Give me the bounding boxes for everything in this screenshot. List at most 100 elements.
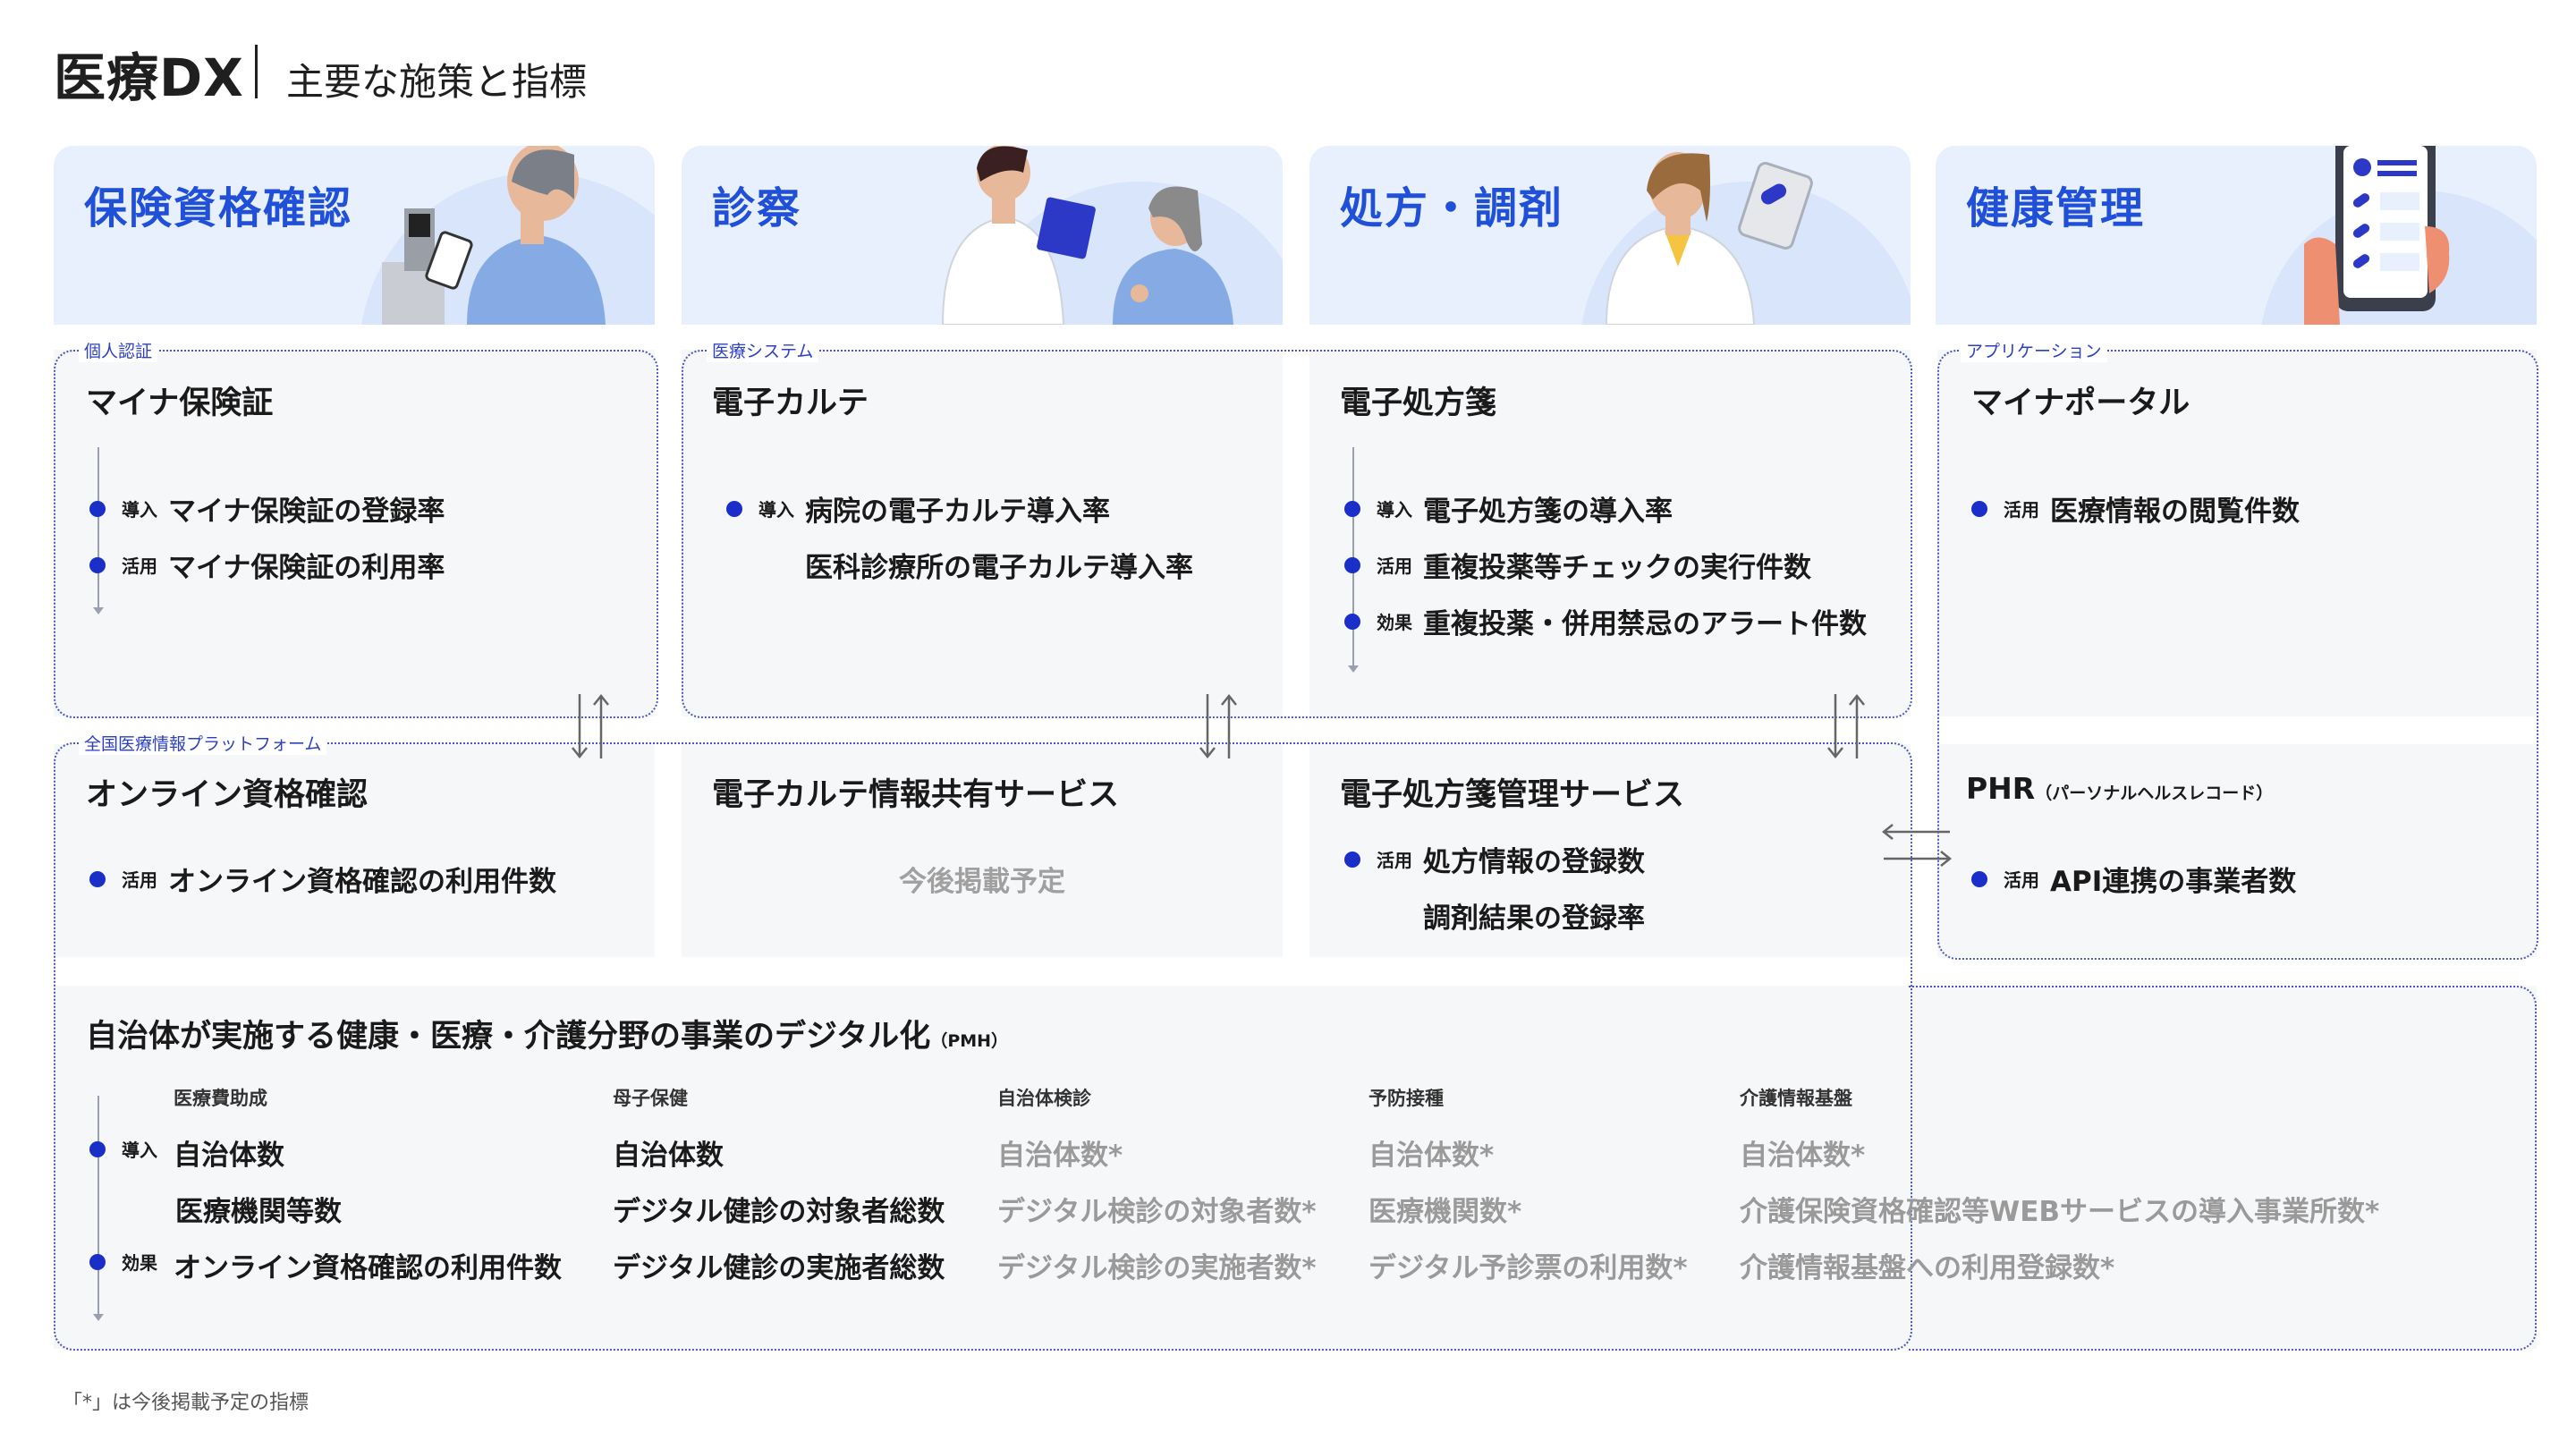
frame-platform-extension bbox=[1909, 986, 2537, 1351]
panel-eprescription-mgmt bbox=[1309, 744, 1911, 957]
pmh-metric: デジタル検診の実施者数* bbox=[997, 1252, 1317, 1284]
bullet-dot bbox=[89, 1140, 106, 1157]
bullet-dot bbox=[726, 500, 742, 517]
coming-soon-note: 今後掲載予定 bbox=[899, 866, 1065, 898]
pmh-metric: デジタル健診の対象者総数 bbox=[613, 1196, 945, 1228]
metric-label: マイナ保険証の登録率 bbox=[168, 496, 445, 528]
bullet-dot bbox=[1344, 500, 1360, 517]
bullet-dot bbox=[1344, 851, 1360, 868]
metric-label: 医科診療所の電子カルテ導入率 bbox=[805, 552, 1193, 584]
pmh-metric: オンライン資格確認の利用件数 bbox=[174, 1252, 562, 1284]
group-tag-application: アプリケーション bbox=[1961, 338, 2107, 362]
card-title-eprescription: 電子処方箋 bbox=[1340, 386, 1497, 421]
bullet-dot bbox=[1344, 613, 1360, 630]
hero-title: 診察 bbox=[712, 183, 802, 233]
title-divider bbox=[255, 45, 258, 98]
bullet-dot bbox=[1971, 500, 1987, 517]
metric-label: 重複投薬等チェックの実行件数 bbox=[1423, 552, 1811, 584]
card-title-online-check: オンライン資格確認 bbox=[86, 777, 369, 813]
metric-tag: 活用 bbox=[122, 869, 157, 891]
bidirectional-arrow-icon bbox=[1827, 693, 1865, 759]
phr-title: PHR bbox=[1966, 771, 2036, 806]
page-title: 医療DX bbox=[54, 47, 244, 108]
metric-row: 活用 医療情報の閲覧件数 bbox=[1971, 488, 2300, 529]
card-title-phr: PHR（パーソナルヘルスレコード） bbox=[1966, 771, 2273, 806]
frame-application bbox=[1937, 350, 2538, 960]
group-tag-personal-auth: 個人認証 bbox=[79, 338, 158, 362]
metric-tag: 効果 bbox=[1377, 612, 1412, 633]
metric-row: 導入 マイナ保険証の登録率 bbox=[89, 488, 445, 529]
timeline-line bbox=[93, 447, 104, 614]
metric-tag: 活用 bbox=[2004, 499, 2039, 521]
pmh-metric: 医療機関数* bbox=[1368, 1196, 1522, 1228]
pmh-column-head: 介護情報基盤 bbox=[1740, 1088, 1852, 1109]
panel-phr bbox=[1937, 744, 2537, 957]
pmh-metric: 介護情報基盤への利用登録数* bbox=[1740, 1252, 2115, 1284]
pmh-metric: 自治体数 bbox=[613, 1140, 724, 1172]
metric-row: 導入 電子処方箋の導入率 bbox=[1344, 488, 1673, 529]
bidirectional-arrow-icon bbox=[1199, 693, 1237, 759]
metric-label: API連携の事業者数 bbox=[2050, 866, 2297, 898]
pmh-metric: 介護保険資格確認等WEBサービスの導入事業所数* bbox=[1740, 1196, 2380, 1228]
card-title-ehr: 電子カルテ bbox=[712, 386, 869, 421]
metric-tag: 導入 bbox=[1377, 499, 1412, 521]
insurance-illustration-icon bbox=[361, 146, 655, 325]
pmh-title-small: （PMH） bbox=[930, 1031, 1009, 1051]
timeline-line bbox=[93, 1096, 104, 1321]
metric-label: 病院の電子カルテ導入率 bbox=[805, 496, 1110, 528]
metric-label: マイナ保険証の利用率 bbox=[168, 552, 445, 584]
page-subtitle: 主要な施策と指標 bbox=[286, 60, 588, 104]
frame-national-platform bbox=[54, 742, 1912, 1351]
panel-ehr bbox=[682, 350, 1283, 716]
bidirectional-arrow-icon bbox=[572, 693, 609, 759]
metric-row: 活用 重複投薬等チェックの実行件数 bbox=[1344, 545, 1811, 585]
metric-row: 調剤結果の登録率 bbox=[1344, 895, 1645, 936]
pmh-tag-row: 導入 bbox=[89, 1136, 168, 1162]
footnote: 「*」は今後掲載予定の指標 bbox=[63, 1392, 309, 1414]
bullet-dot bbox=[89, 556, 106, 573]
pmh-metric: デジタル検診の対象者数* bbox=[997, 1196, 1317, 1228]
metric-tag: 導入 bbox=[758, 499, 794, 521]
prescription-illustration-icon bbox=[1581, 152, 1911, 325]
metric-row: 活用 処方情報の登録数 bbox=[1344, 839, 1645, 879]
pmh-metric: デジタル予診票の利用数* bbox=[1368, 1252, 1688, 1284]
pmh-metric: 医療機関等数 bbox=[175, 1196, 342, 1228]
card-title-eprescription-mgmt: 電子処方箋管理サービス bbox=[1340, 777, 1685, 813]
pmh-metric: 自治体数* bbox=[997, 1140, 1123, 1172]
bullet-dot bbox=[89, 1253, 106, 1270]
card-title-mynaportal: マイナポータル bbox=[1971, 386, 2190, 421]
frame-personal-auth bbox=[54, 350, 658, 718]
pmh-metric: 自治体数 bbox=[174, 1140, 284, 1172]
metric-label: オンライン資格確認の利用件数 bbox=[168, 866, 556, 898]
bullet-dot bbox=[89, 870, 106, 887]
metric-label: 電子処方箋の導入率 bbox=[1423, 496, 1673, 528]
panel-eprescription bbox=[1309, 350, 1911, 716]
panel-online-check bbox=[54, 744, 655, 957]
metric-tag: 導入 bbox=[122, 1140, 157, 1161]
panel-mynaportal bbox=[1937, 350, 2537, 716]
hero-title: 健康管理 bbox=[1966, 183, 2146, 233]
metric-tag: 効果 bbox=[122, 1252, 157, 1274]
metric-row: 医科診療所の電子カルテ導入率 bbox=[726, 545, 1193, 585]
hero-health: 健康管理 bbox=[1936, 146, 2537, 325]
panel-ehr-share bbox=[682, 744, 1283, 957]
metric-tag: 活用 bbox=[1377, 850, 1412, 871]
pmh-column-head: 自治体検診 bbox=[997, 1088, 1091, 1109]
hero-prescription: 処方・調剤 bbox=[1309, 146, 1911, 325]
horizontal-bidirectional-arrow-icon bbox=[1881, 824, 1953, 867]
panel-pmh bbox=[54, 986, 2537, 1349]
pmh-column-head: 予防接種 bbox=[1368, 1088, 1444, 1109]
metric-tag: 活用 bbox=[2004, 869, 2039, 891]
metric-row: 活用 API連携の事業者数 bbox=[1971, 859, 2296, 899]
pmh-column-head: 医療費助成 bbox=[174, 1088, 267, 1109]
metric-row: 活用 オンライン資格確認の利用件数 bbox=[89, 859, 556, 899]
group-tag-medical-system: 医療システム bbox=[707, 338, 819, 362]
metric-label: 医療情報の閲覧件数 bbox=[2050, 496, 2300, 528]
pmh-metric: 自治体数* bbox=[1368, 1140, 1495, 1172]
pmh-metric: デジタル健診の実施者総数 bbox=[613, 1252, 945, 1284]
metric-row: 活用 マイナ保険証の利用率 bbox=[89, 545, 445, 585]
pmh-column-head: 母子保健 bbox=[613, 1088, 688, 1109]
metric-tag: 導入 bbox=[122, 499, 157, 521]
metric-label: 重複投薬・併用禁忌のアラート件数 bbox=[1423, 608, 1867, 640]
metric-tag: 活用 bbox=[122, 555, 157, 577]
